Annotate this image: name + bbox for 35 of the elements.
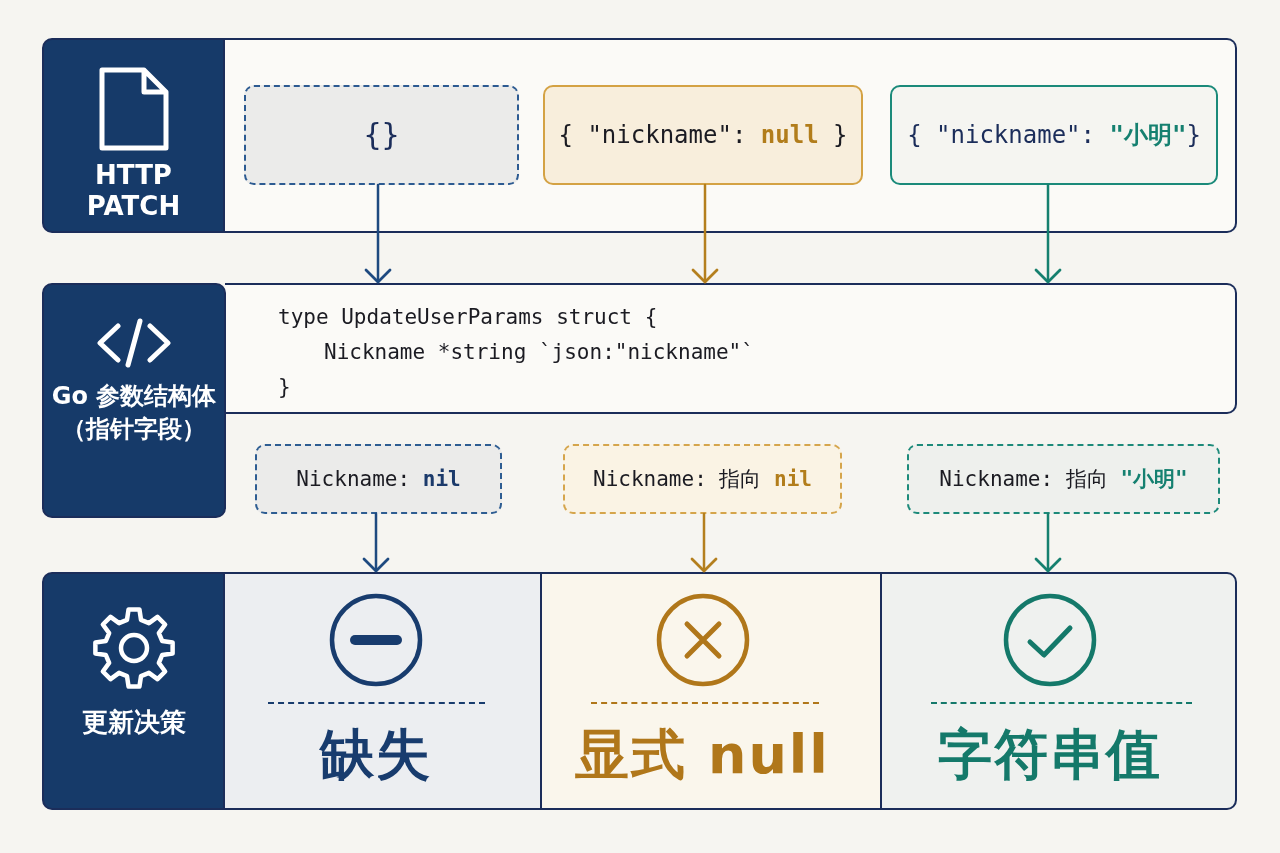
result-label: 显式 null	[575, 722, 830, 787]
field-value-box	[255, 444, 502, 514]
row-title: Go 参数结构体（指针字段）	[50, 381, 218, 445]
row-title: 更新决策	[80, 706, 187, 739]
field-value-box	[563, 444, 842, 514]
code-line: type UpdateUserParams struct {	[278, 304, 658, 331]
json-text: {}	[363, 117, 400, 152]
result-cell	[225, 572, 540, 810]
json-box	[890, 84, 1218, 185]
json-text: { "nickname": "小明"}	[907, 119, 1201, 151]
arrow	[1034, 512, 1062, 573]
field-value-box	[907, 444, 1220, 514]
field-value-text: Nickname: 指向 "小明"	[939, 466, 1188, 493]
arrow	[690, 512, 718, 573]
json-box	[543, 84, 863, 185]
field-value-text: Nickname: nil	[296, 467, 461, 491]
field-value-text: Nickname: 指向 nil	[593, 466, 812, 493]
result-cell	[540, 572, 880, 810]
row-title: HTTP PATCH	[86, 160, 181, 222]
content-panel	[225, 38, 1237, 233]
header-panel	[42, 283, 226, 518]
json-box	[244, 84, 519, 185]
header-panel	[42, 572, 225, 810]
code-line: }	[278, 374, 291, 401]
arrow	[691, 183, 719, 284]
header-panel	[42, 38, 225, 233]
result-label: 缺失	[320, 722, 432, 787]
result-label: 字符串值	[937, 722, 1162, 787]
code-line: Nickname *string `json:"nickname"`	[324, 339, 754, 366]
result-cell	[880, 572, 1237, 810]
json-text: { "nickname": null }	[558, 120, 848, 149]
arrow	[362, 512, 390, 573]
arrow	[364, 183, 392, 284]
arrow	[1034, 183, 1062, 284]
code-box	[225, 283, 1237, 414]
